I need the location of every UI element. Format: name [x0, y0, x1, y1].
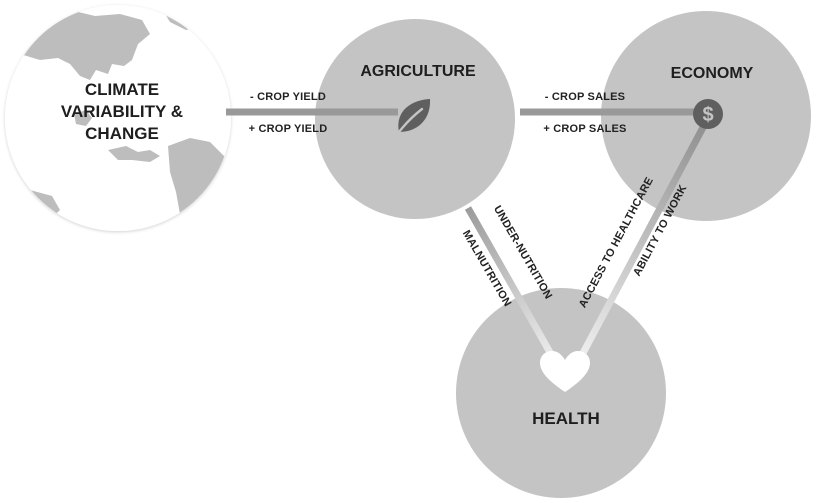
agriculture-title: AGRICULTURE	[360, 63, 476, 80]
connector-agriculture-health	[464, 206, 564, 372]
climate-agriculture-bottom-label: + CROP YIELD	[249, 123, 328, 135]
health-title: HEALTH	[532, 409, 600, 428]
climate-title-line-1: CLIMATE	[85, 80, 159, 99]
heart-icon	[540, 351, 590, 392]
connector-economy-health	[570, 116, 712, 372]
dollar-icon: $	[693, 99, 723, 129]
health-circle	[456, 288, 666, 498]
economy-title: ECONOMY	[671, 65, 754, 82]
climate-title-line-3: CHANGE	[85, 124, 159, 143]
agriculture-economy-bottom-label: + CROP SALES	[543, 123, 626, 135]
climate-title-line-2: VARIABILITY &	[61, 102, 183, 121]
dollar-symbol: $	[702, 104, 713, 126]
agriculture-economy-top-label: - CROP SALES	[545, 91, 625, 103]
climate-agriculture-top-label: - CROP YIELD	[250, 91, 326, 103]
leaf-icon	[397, 99, 431, 134]
